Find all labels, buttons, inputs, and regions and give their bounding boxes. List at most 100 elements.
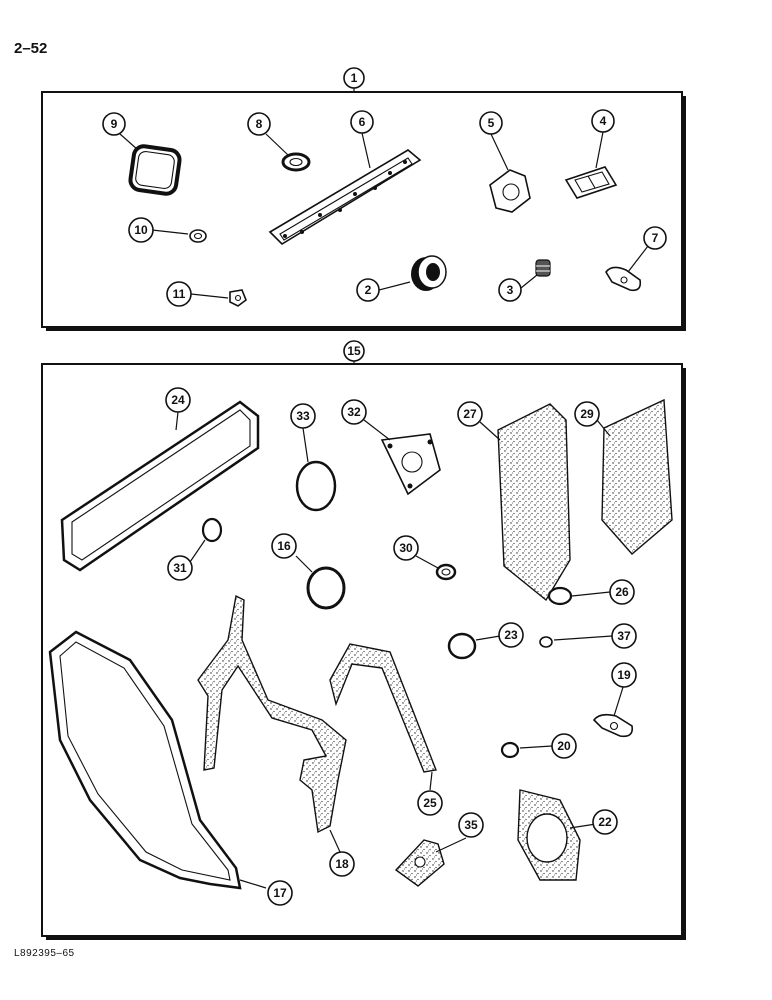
leader-9 [119,133,139,151]
kit-15-group: 15 [41,340,686,940]
leader-18 [329,829,341,853]
part-24-pan-gasket [60,400,260,572]
part-7-oval-gasket [605,266,642,292]
callout-33[interactable]: 33 [290,403,316,429]
callout-31[interactable]: 31 [167,555,193,581]
leader-23 [475,635,501,641]
callout-30[interactable]: 30 [393,535,419,561]
part-26-o-ring [547,586,573,606]
callout-5-label: 5 [488,116,495,130]
callout-2[interactable]: 2 [356,278,380,302]
leader-6 [361,132,371,169]
callout-35[interactable]: 35 [458,812,484,838]
part-9-seal [128,144,182,196]
callout-29[interactable]: 29 [574,401,600,427]
callout-32[interactable]: 32 [341,399,367,425]
part-4-rect-gasket [564,166,618,199]
callout-25-label: 25 [423,796,437,810]
part-27-cover-gasket [497,403,571,602]
callout-10[interactable]: 10 [128,217,154,243]
kit-1-callout[interactable]: 1 [343,67,365,89]
callout-16[interactable]: 16 [271,533,297,559]
callout-18[interactable]: 18 [329,851,355,877]
leader-31 [189,539,206,563]
callout-5[interactable]: 5 [479,111,503,135]
leader-20 [519,745,553,749]
page-number: 2–52 [14,40,48,57]
part-19-oval-gasket [592,713,634,738]
callout-7-label: 7 [652,231,659,245]
callout-8[interactable]: 8 [247,112,271,136]
callout-9-label: 9 [111,117,118,131]
callout-26[interactable]: 26 [609,579,635,605]
part-32-flange-gasket [380,433,441,496]
callout-35-label: 35 [464,818,478,832]
callout-22-label: 22 [598,815,612,829]
part-29-cover-gasket [601,398,673,555]
callout-3[interactable]: 3 [498,278,522,302]
callout-25[interactable]: 25 [417,790,443,816]
callout-24-label: 24 [171,393,185,407]
callout-11[interactable]: 11 [166,281,192,307]
callout-17[interactable]: 17 [267,880,293,906]
callout-8-label: 8 [256,117,263,131]
part-2-oil-seal [411,255,447,291]
part-6-cover-gasket [268,149,422,246]
leader-24 [175,411,179,431]
part-11-clip [229,289,247,307]
part-18-housing-gasket [197,594,347,834]
callout-3-label: 3 [507,283,514,297]
callout-27-label: 27 [463,407,477,421]
callout-6[interactable]: 6 [350,110,374,134]
leader-11 [190,293,229,299]
callout-10-label: 10 [134,223,148,237]
callout-18-label: 18 [335,857,349,871]
leader-27 [479,421,501,441]
leader-37 [553,635,613,641]
part-33-o-ring [295,460,337,512]
part-5-flange-gasket [489,169,531,213]
leader-19 [613,683,625,717]
part-8-seal-ring [281,152,311,172]
leader-29 [596,419,611,437]
callout-23[interactable]: 23 [498,622,524,648]
part-35-gasket [394,839,445,887]
part-16-o-ring [306,566,346,610]
leader-26 [571,591,611,597]
callout-37[interactable]: 37 [611,623,637,649]
callout-19[interactable]: 19 [611,662,637,688]
leader-8 [265,133,289,156]
callout-31-label: 31 [173,561,187,575]
part-31-o-ring [201,517,223,543]
part-23-o-ring [447,632,477,660]
kit-15-callout[interactable]: 15 [343,340,365,362]
callout-27[interactable]: 27 [457,401,483,427]
leader-30 [415,555,439,569]
callout-26-label: 26 [615,585,629,599]
part-37-washer [539,636,553,648]
callout-20[interactable]: 20 [551,733,577,759]
leader-10 [151,229,189,235]
leader-17 [239,879,267,889]
leader-35 [435,837,467,853]
part-25-arch-gasket [329,643,437,773]
callout-7[interactable]: 7 [643,226,667,250]
callout-16-label: 16 [277,539,291,553]
callout-9[interactable]: 9 [102,112,126,136]
callout-24[interactable]: 24 [165,387,191,413]
callout-37-label: 37 [617,629,631,643]
figure-code: L892395–65 [14,948,75,959]
part-22-flange-gasket [517,789,581,881]
callout-4[interactable]: 4 [591,109,615,133]
leader-25 [429,771,433,791]
leader-2 [378,281,411,291]
leader-16 [295,555,313,573]
leader-3 [520,274,538,289]
leader-5 [490,133,509,171]
part-30-seal [435,563,457,581]
leader-7 [627,245,649,273]
callout-22[interactable]: 22 [592,809,618,835]
leader-4 [595,131,604,169]
callout-19-label: 19 [617,668,631,682]
